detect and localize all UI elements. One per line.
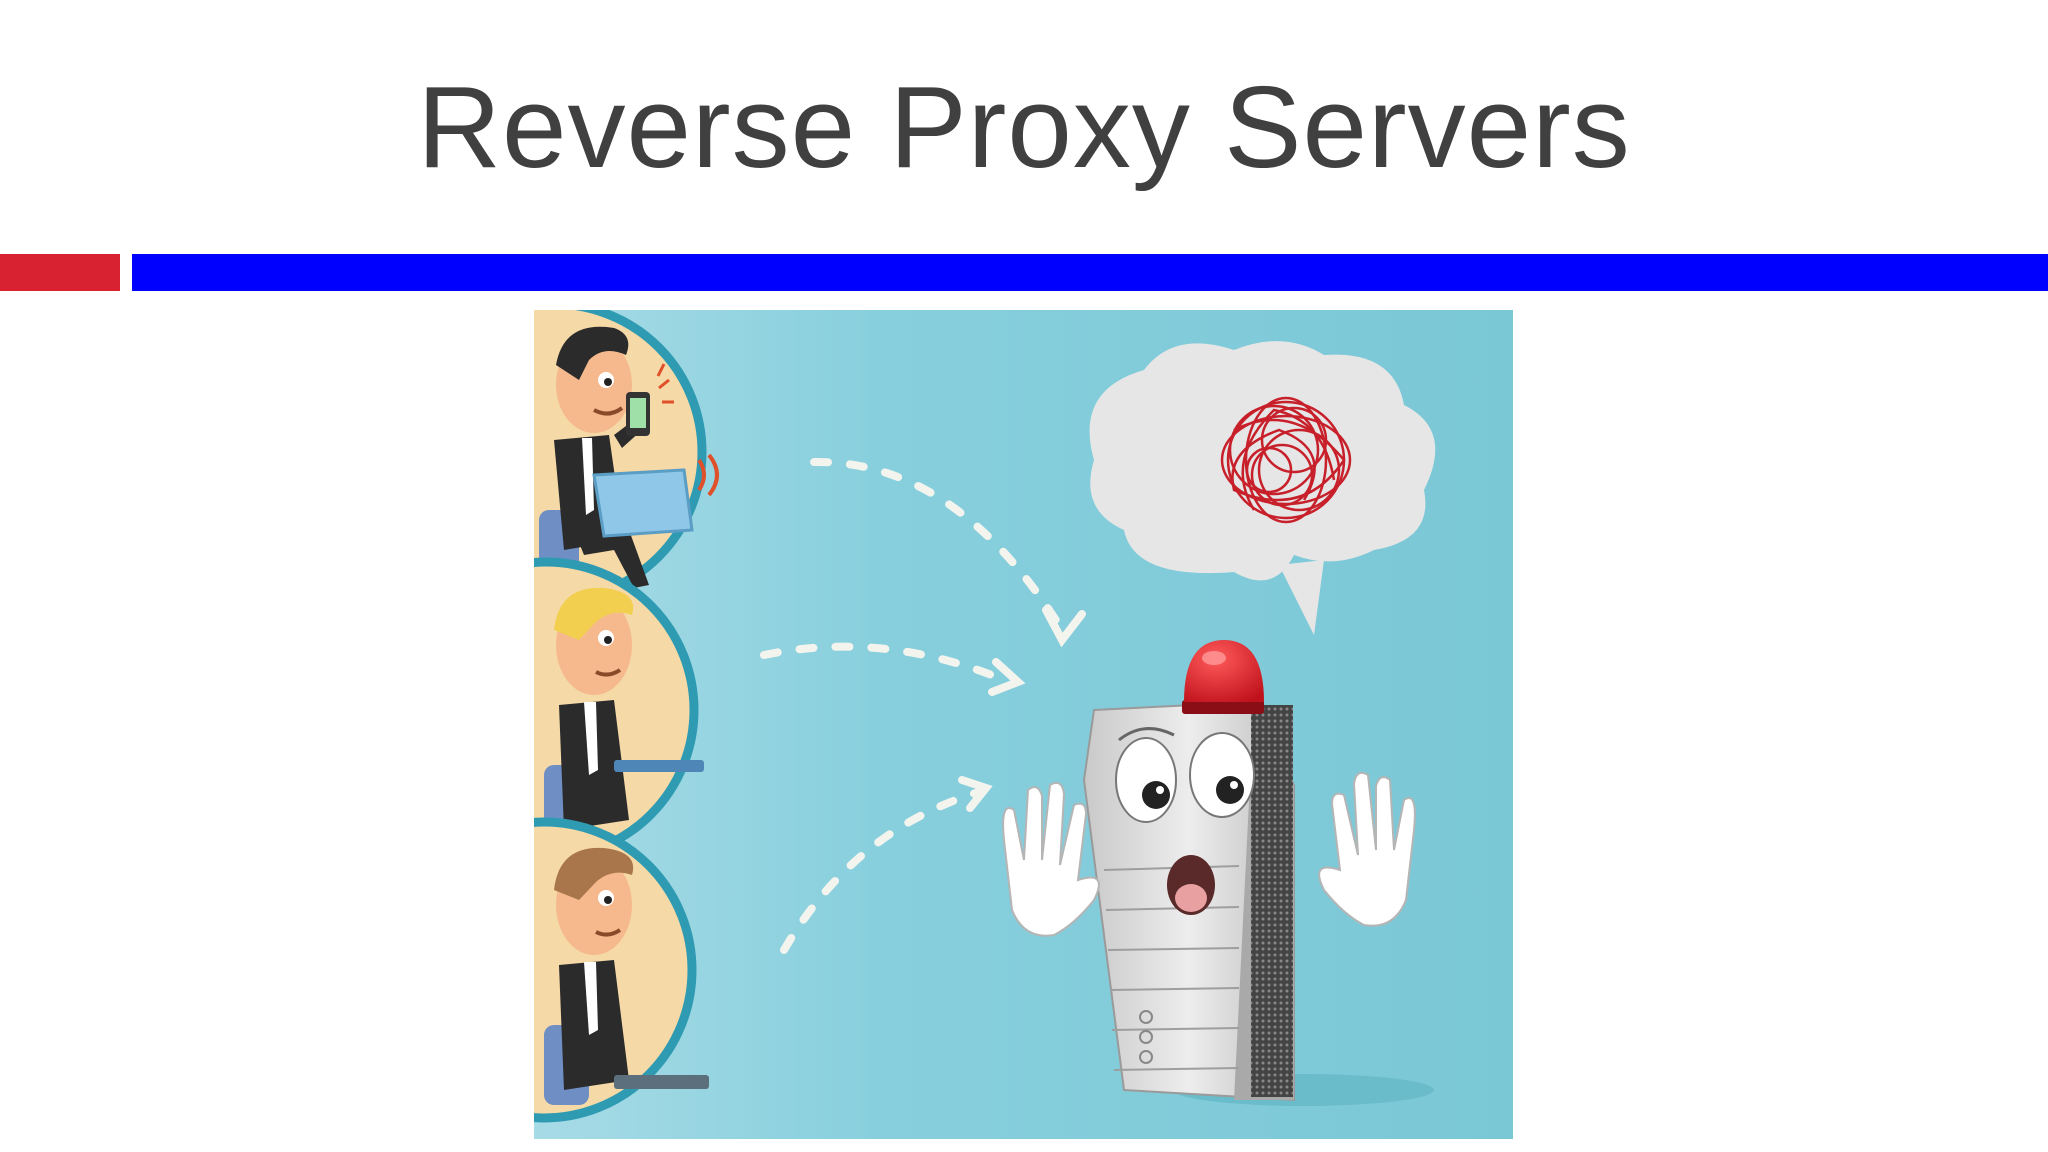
tangled-scribble [1220,396,1352,524]
title-rule-red [0,254,120,291]
client-circle-2 [534,557,704,863]
client-circle-3 [534,817,709,1123]
request-arrows [760,457,1086,954]
title-rule-blue [132,254,2048,291]
thought-cloud [1089,341,1436,635]
server-tower [1082,700,1434,1106]
alarm-light [1182,640,1264,714]
server-hands [1002,771,1416,937]
reverse-proxy-illustration [534,310,1513,1139]
slide-title: Reverse Proxy Servers [417,62,1631,192]
